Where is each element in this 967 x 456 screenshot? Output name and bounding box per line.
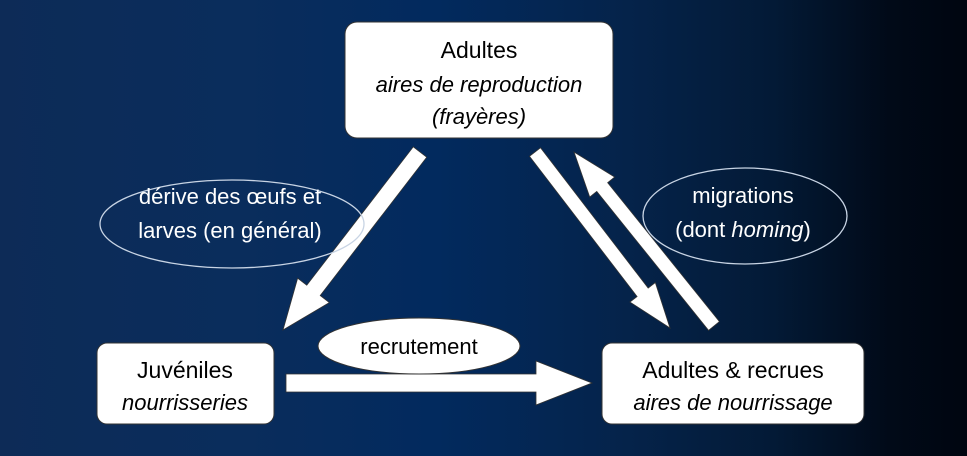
- migrations-label-line2: (dont homing): [675, 217, 811, 242]
- node-juveniles: [96, 342, 275, 425]
- node-adults-spawning-subtitle: aires de reproduction: [376, 72, 583, 97]
- drift-arrow: [282, 146, 428, 331]
- drift-label-line2: larves (en général): [138, 218, 321, 243]
- node-adults-recruits: [601, 342, 865, 425]
- node-adults-recruits-title: Adultes & recrues: [642, 357, 824, 383]
- node-juveniles-subtitle: nourrisseries: [122, 390, 248, 415]
- migrations-label-ellipse: [642, 167, 848, 265]
- migrations-label-line1: migrations: [692, 183, 793, 208]
- node-adults-spawning-note: (frayères): [432, 104, 526, 129]
- drift-label-line1: dérive des œufs et: [139, 184, 321, 209]
- node-adults-spawning: [344, 21, 614, 139]
- recruitment-label-ellipse: [317, 317, 521, 375]
- migration-up-arrow: [573, 151, 721, 331]
- migration-down-arrow: [528, 147, 671, 329]
- recruitment-arrow: [285, 360, 594, 406]
- recruitment-label: recrutement: [360, 334, 477, 359]
- node-juveniles-title: Juvéniles: [137, 357, 233, 383]
- drift-label-ellipse: [99, 179, 365, 269]
- node-adults-spawning-title: Adultes: [441, 37, 518, 63]
- node-adults-recruits-subtitle: aires de nourrissage: [633, 390, 832, 415]
